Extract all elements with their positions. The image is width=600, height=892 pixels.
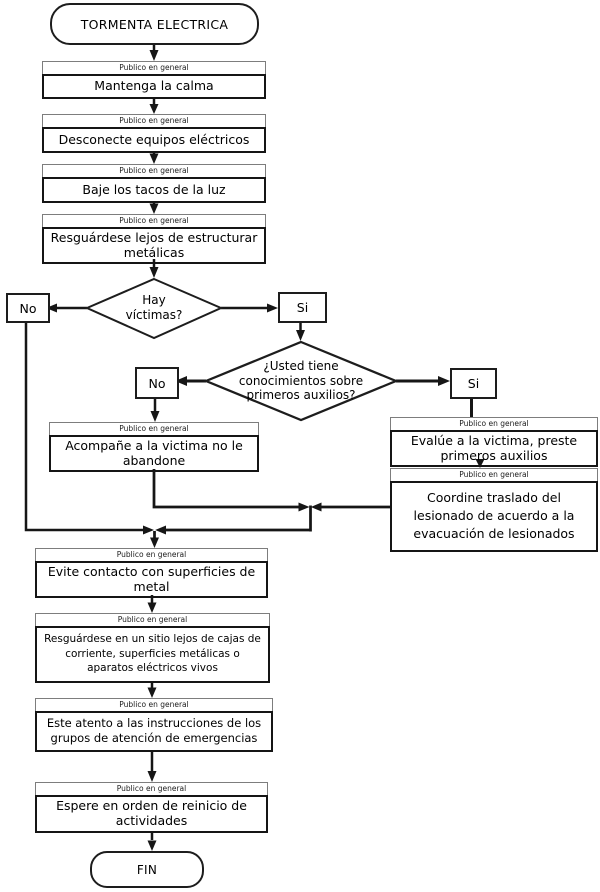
step-11-header: Publico en general — [35, 782, 268, 796]
step-2-text: Desconecte equipos eléctricos — [42, 126, 266, 153]
branch-si-1-label: Si — [296, 300, 309, 315]
step-10-box: Publico en general Este atento a las ins… — [35, 698, 273, 752]
step-10-text: Este atento a las instrucciones de los g… — [35, 710, 273, 752]
step-4-box: Publico en general Resguárdese lejos de … — [42, 214, 266, 264]
step-2-header: Publico en general — [42, 114, 266, 128]
step-7-text: Coordine traslado del lesionado de acuer… — [390, 480, 598, 552]
step-1-header: Publico en general — [42, 61, 266, 75]
decision-2-diamond — [203, 340, 399, 422]
step-6-box: Publico en general Evalúe a la victima, … — [390, 417, 598, 467]
step-5-header: Publico en general — [49, 422, 259, 436]
step-2-box: Publico en general Desconecte equipos el… — [42, 114, 266, 153]
branch-no-1: No — [6, 293, 50, 323]
end-terminator: FIN — [90, 851, 204, 888]
step-1-box: Publico en general Mantenga la calma — [42, 61, 266, 99]
step-6-text: Evalúe a la victima, preste primeros aux… — [390, 429, 598, 467]
branch-si-1: Si — [278, 292, 327, 323]
step-3-header: Publico en general — [42, 164, 266, 178]
step-9-box: Publico en general Resguárdese en un sit… — [35, 613, 270, 683]
step-9-header: Publico en general — [35, 613, 270, 627]
branch-si-2: Si — [450, 368, 497, 399]
step-1-text: Mantenga la calma — [42, 73, 266, 99]
branch-si-2-label: Si — [467, 376, 480, 391]
step-8-box: Publico en general Evite contacto con su… — [35, 548, 268, 598]
decision-1-text: Hay víctimas? — [125, 293, 183, 322]
branch-no-1-label: No — [19, 300, 37, 316]
branch-no-2: No — [135, 367, 179, 399]
step-3-text: Baje los tacos de la luz — [42, 176, 266, 203]
step-11-box: Publico en general Espere en orden de re… — [35, 782, 268, 833]
step-7-header: Publico en general — [390, 468, 598, 482]
step-5-box: Publico en general Acompañe a la victima… — [49, 422, 259, 472]
start-label: TORMENTA ELECTRICA — [80, 16, 229, 32]
step-4-header: Publico en general — [42, 214, 266, 228]
step-3-box: Publico en general Baje los tacos de la … — [42, 164, 266, 203]
branch-no-2-label: No — [148, 375, 166, 391]
start-terminator: TORMENTA ELECTRICA — [50, 3, 259, 45]
step-8-header: Publico en general — [35, 548, 268, 562]
decision-1-diamond — [84, 277, 224, 340]
step-10-header: Publico en general — [35, 698, 273, 712]
step-11-text: Espere en orden de reinicio de actividad… — [35, 794, 268, 833]
decision-2-text: ¿Usted tiene conocimientos sobre primero… — [238, 359, 364, 403]
step-9-text: Resguárdese en un sitio lejos de cajas d… — [35, 625, 270, 683]
step-5-text: Acompañe a la victima no le abandone — [49, 434, 259, 472]
end-label: FIN — [136, 862, 158, 877]
step-8-text: Evite contacto con superficies de metal — [35, 560, 268, 598]
step-6-header: Publico en general — [390, 417, 598, 431]
step-7-box: Publico en general Coordine traslado del… — [390, 468, 598, 552]
step-4-text: Resguárdese lejos de estructurar metálic… — [42, 226, 266, 264]
